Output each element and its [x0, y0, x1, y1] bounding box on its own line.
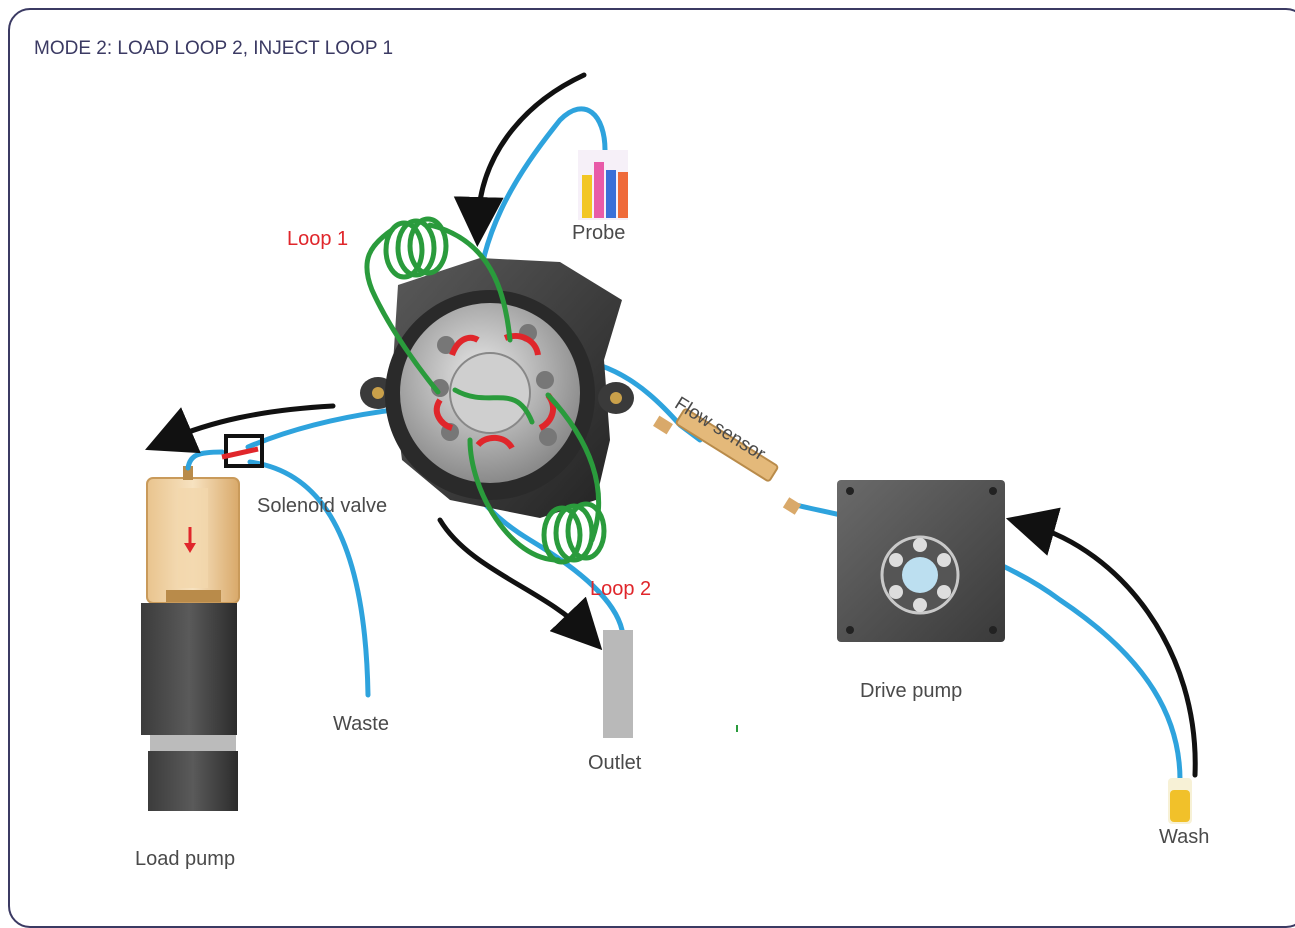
- flow-sensor: [653, 408, 802, 515]
- tubing: [185, 106, 1183, 783]
- mode-title: MODE 2: LOAD LOOP 2, INJECT LOOP 1: [34, 38, 394, 59]
- wash-label: Wash: [1159, 826, 1210, 848]
- solenoid-valve-label: Solenoid valve: [257, 495, 388, 517]
- waste-label: Waste: [333, 713, 389, 735]
- solenoid-valve: [221, 434, 264, 468]
- load-pump: [141, 466, 240, 811]
- wash-vial: [1168, 778, 1192, 824]
- load-pump-label: Load pump: [135, 848, 236, 870]
- rotary-valve: [360, 258, 634, 518]
- loop2-label: Loop 2: [590, 578, 652, 600]
- flow-arrows: [145, 72, 1198, 778]
- probe-vials: [578, 150, 628, 220]
- drive-pump: [837, 480, 1005, 642]
- loop1-label: Loop 1: [287, 228, 349, 250]
- loops: [364, 216, 607, 565]
- outlet-tube: [603, 630, 633, 738]
- probe-label: Probe: [572, 222, 626, 244]
- drive-pump-label: Drive pump: [860, 680, 963, 702]
- outlet-label: Outlet: [588, 752, 642, 774]
